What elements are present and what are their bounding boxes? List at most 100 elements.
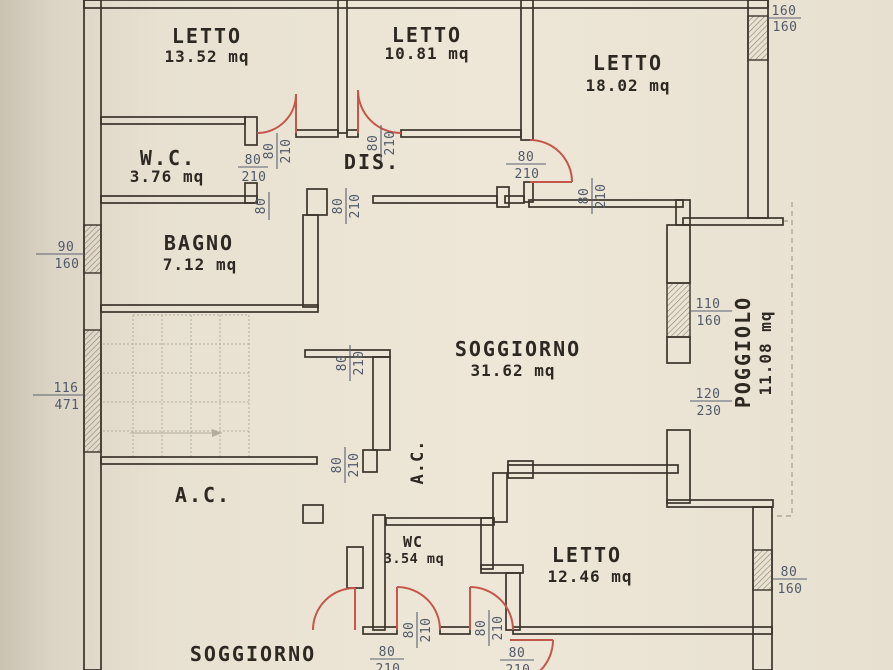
wall-segment <box>528 199 684 208</box>
room-label-ac-left: A.C. <box>175 483 231 507</box>
svg-text:160: 160 <box>55 257 80 272</box>
room-label-dis: DIS. <box>344 150 400 174</box>
dim-opening-stair-hall: 80 210 <box>335 345 367 381</box>
room-labels: LETTO 13.52 mq LETTO 10.81 mq LETTO 18.0… <box>130 23 775 670</box>
wall-segment <box>682 217 784 226</box>
svg-text:80: 80 <box>509 646 526 661</box>
dim-door-corridor: 80 210 <box>474 610 506 646</box>
door-arc <box>510 639 554 670</box>
svg-text:210: 210 <box>383 131 398 156</box>
wall-segment <box>480 564 524 574</box>
room-label-bagno: BAGNO <box>164 231 234 255</box>
wall-segment <box>302 214 319 308</box>
wall-segment <box>100 195 258 204</box>
dim-door-bottom-2: 80 210 <box>500 646 534 670</box>
dim-door-wc-top: 80 210 <box>238 153 268 185</box>
wall-segment <box>304 349 391 358</box>
svg-text:80: 80 <box>577 188 592 205</box>
wall-segment <box>100 304 319 313</box>
svg-text:210: 210 <box>347 453 362 478</box>
svg-text:110: 110 <box>696 297 721 312</box>
wall-segment <box>244 116 258 146</box>
room-area-wc-bottom: 3.54 mq <box>384 551 444 567</box>
svg-text:80: 80 <box>262 143 277 160</box>
wall-segment <box>439 626 471 635</box>
dim-opening-dis-left: 80 210 <box>331 188 363 224</box>
dim-door-letto2: 80 210 <box>366 125 398 161</box>
window-hatch <box>752 549 773 591</box>
wall-segment <box>666 429 691 504</box>
door-arc <box>312 587 356 631</box>
door-arc <box>469 586 514 631</box>
svg-text:80: 80 <box>781 565 798 580</box>
dim-door-bottom-1: 80 210 <box>370 645 404 670</box>
svg-text:80: 80 <box>254 198 269 215</box>
room-label-soggiorno-2: SOGGIORNO <box>190 642 316 666</box>
dim-door-wc-bottom: 80 210 <box>402 612 434 648</box>
window-hatch <box>83 329 102 453</box>
wall-segment <box>346 129 359 138</box>
dim-window-80-160: 80 160 <box>773 565 807 597</box>
svg-text:90: 90 <box>58 240 75 255</box>
svg-text:80: 80 <box>331 198 346 215</box>
room-area-poggiolo: 11.08 mq <box>756 310 775 395</box>
wall-pillar <box>496 186 510 208</box>
svg-text:160: 160 <box>778 582 803 597</box>
svg-text:210: 210 <box>515 167 540 182</box>
svg-text:160: 160 <box>697 314 722 329</box>
svg-text:160: 160 <box>772 4 797 19</box>
room-label-soggiorno: SOGGIORNO <box>455 337 581 361</box>
svg-text:120: 120 <box>696 387 721 402</box>
svg-text:210: 210 <box>352 351 367 376</box>
room-label-letto-2: LETTO <box>392 23 462 47</box>
room-label-letto-3: LETTO <box>593 51 663 75</box>
svg-text:230: 230 <box>697 404 722 419</box>
svg-text:160: 160 <box>773 20 798 35</box>
door-arc <box>529 139 573 183</box>
rotated-dimension-labels: 80 210 80 210 80 80 210 80 210 80 210 <box>254 125 609 648</box>
svg-text:80: 80 <box>518 150 535 165</box>
svg-text:210: 210 <box>242 170 267 185</box>
wall-segment <box>372 514 386 631</box>
svg-text:80: 80 <box>366 135 381 152</box>
wall-segment <box>666 499 774 508</box>
svg-text:80: 80 <box>330 457 345 474</box>
dim-door-letto1: 80 210 <box>262 133 294 169</box>
svg-text:210: 210 <box>348 194 363 219</box>
wall-segment <box>512 626 773 635</box>
room-label-ac-small: A.C. <box>408 440 428 485</box>
room-area-wc-top: 3.76 mq <box>130 167 204 186</box>
door-arc <box>256 93 297 134</box>
svg-text:80: 80 <box>245 153 262 168</box>
room-area-letto-4: 12.46 mq <box>547 567 632 586</box>
wall-segment <box>362 626 398 635</box>
svg-text:471: 471 <box>55 398 80 413</box>
wall-segment <box>504 195 525 204</box>
wall-segment <box>295 129 339 138</box>
wall-segment <box>372 356 391 451</box>
room-area-letto-1: 13.52 mq <box>164 47 249 66</box>
wall-segment <box>480 517 494 570</box>
svg-text:210: 210 <box>506 663 531 670</box>
room-label-letto-4: LETTO <box>552 543 622 567</box>
svg-text:80: 80 <box>379 645 396 660</box>
balcony-outline <box>772 202 793 517</box>
wall-segment <box>100 456 318 465</box>
room-area-bagno: 7.12 mq <box>163 255 237 274</box>
dim-balcony-door-120-230: 120 230 <box>690 387 732 419</box>
dim-window-160-160: 160 160 <box>768 4 801 35</box>
window-hatch <box>747 15 769 61</box>
windows-layer <box>83 15 773 591</box>
wall-segment <box>337 0 348 134</box>
door-arc <box>396 586 441 631</box>
dim-stair-116-471: 116 471 <box>33 381 84 413</box>
room-area-soggiorno: 31.62 mq <box>470 361 555 380</box>
svg-text:210: 210 <box>376 662 401 670</box>
stair-direction-arrow-icon <box>130 429 222 437</box>
svg-text:210: 210 <box>279 139 294 164</box>
room-label-wc-bottom: WC <box>403 533 423 551</box>
window-hatch <box>83 224 102 274</box>
